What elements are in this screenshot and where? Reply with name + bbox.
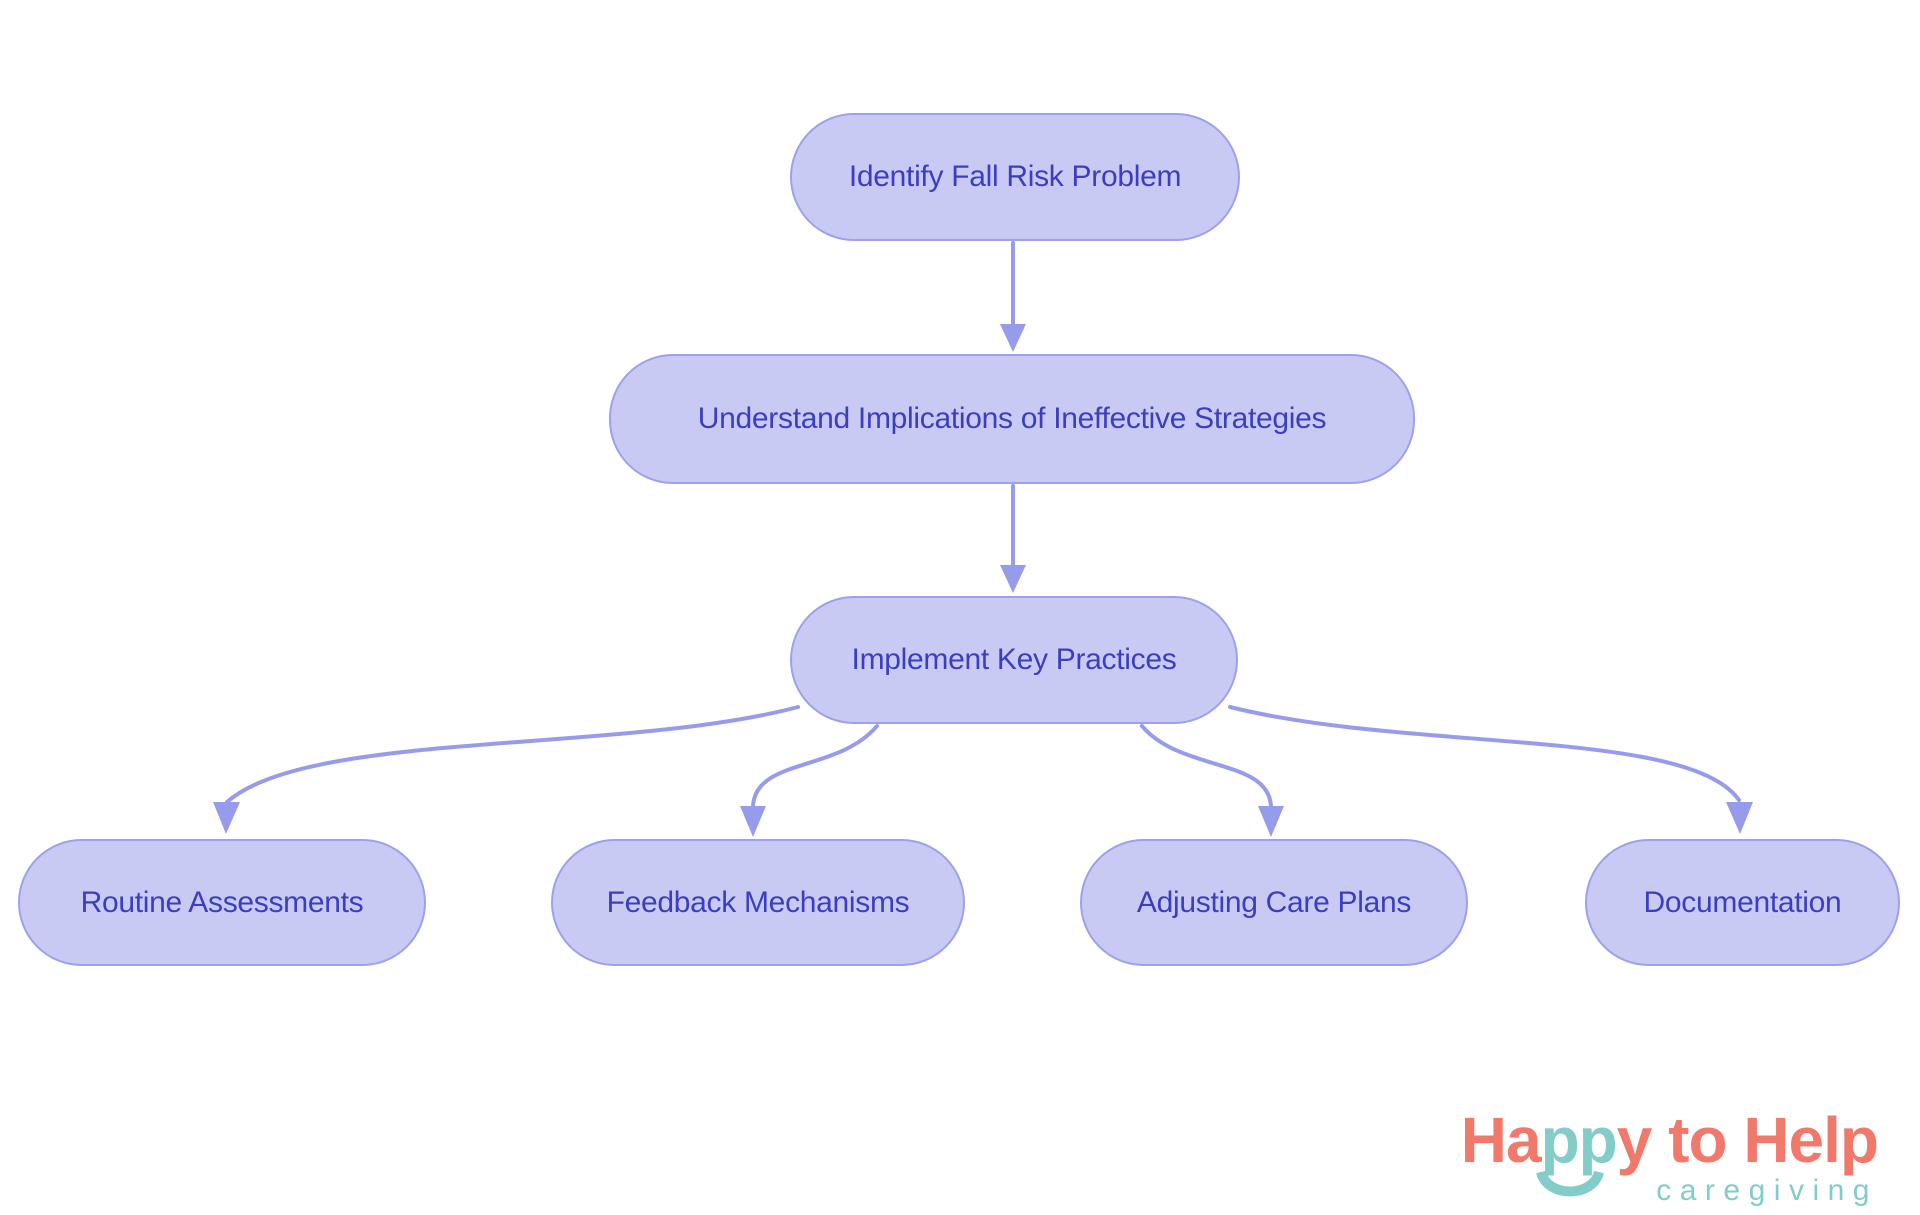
flow-node-routine-assessments: Routine Assessments: [18, 839, 426, 966]
edge-implement-routine: [213, 705, 800, 834]
edge-implement-documentation: [1228, 705, 1753, 834]
edge-implement-adjusting: [1140, 724, 1284, 837]
flow-node-implement-key-practices: Implement Key Practices: [790, 596, 1238, 724]
flow-node-feedback-mechanisms: Feedback Mechanisms: [551, 839, 965, 966]
logo-wordmark-part2: pp: [1535, 1108, 1618, 1197]
edge-implement-feedback: [740, 724, 879, 837]
smile-icon: [1535, 1170, 1604, 1197]
edge-identify-understand: [1000, 241, 1026, 352]
logo-tagline: caregiving: [1656, 1174, 1878, 1207]
flow-node-documentation: Documentation: [1585, 839, 1900, 966]
logo-wordmark-part3: y to Help: [1616, 1104, 1879, 1176]
flow-node-adjusting-care-plans: Adjusting Care Plans: [1080, 839, 1468, 966]
flow-node-understand-implications: Understand Implications of Ineffective S…: [609, 354, 1415, 484]
logo-wordmark-part1: Ha: [1460, 1104, 1542, 1176]
flow-node-identify-fall-risk: Identify Fall Risk Problem: [790, 113, 1240, 241]
edge-understand-implement: [1000, 484, 1026, 593]
